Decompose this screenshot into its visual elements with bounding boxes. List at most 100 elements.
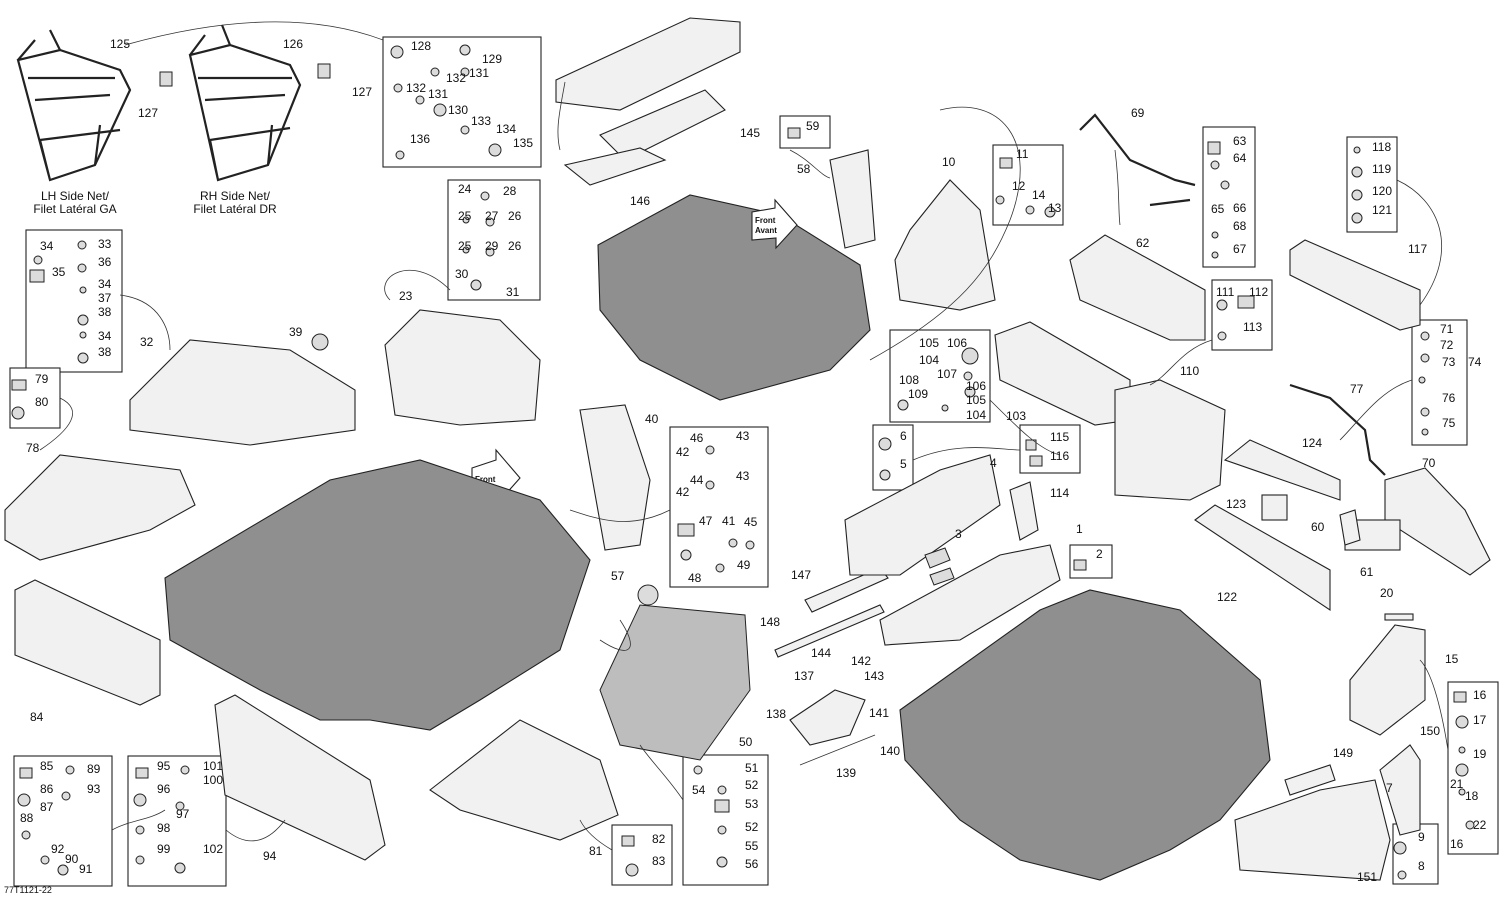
- label-58: 58: [797, 162, 811, 176]
- label-125: 125: [110, 37, 130, 51]
- label-52a: 52: [745, 778, 759, 792]
- label-29: 29: [485, 239, 499, 253]
- label-139: 139: [836, 766, 856, 780]
- label-22: 22: [1473, 818, 1487, 832]
- part-23-panel: [384, 309, 541, 426]
- label-117: 117: [1408, 242, 1427, 256]
- label-136: 136: [410, 132, 430, 146]
- label-14: 14: [1032, 188, 1046, 202]
- label-8: 8: [1418, 859, 1425, 873]
- label-72: 72: [1440, 338, 1454, 352]
- bracket-127-left: [159, 71, 173, 87]
- label-140: 140: [880, 744, 900, 758]
- lh-side-net: [16, 29, 173, 182]
- label-63: 63: [1233, 134, 1247, 148]
- hardware-box-33-38: [25, 229, 123, 373]
- label-104b: 104: [966, 408, 986, 422]
- part-123-bezel: [1261, 494, 1288, 521]
- rh-side-net-caption-2: Filet Latéral DR: [193, 202, 277, 216]
- label-13: 13: [1048, 201, 1062, 215]
- part-110-dash-panel: [1114, 379, 1226, 501]
- label-39: 39: [289, 325, 303, 339]
- label-12: 12: [1012, 179, 1026, 193]
- callout-labels: 125 126 127 127 128 129 131 132 132 131 …: [20, 37, 1487, 884]
- label-85: 85: [40, 759, 54, 773]
- label-97: 97: [176, 807, 190, 821]
- label-35: 35: [52, 265, 66, 279]
- label-131a: 131: [469, 66, 489, 80]
- label-20: 20: [1380, 586, 1394, 600]
- label-31: 31: [506, 285, 520, 299]
- label-141: 141: [869, 706, 889, 720]
- label-128: 128: [411, 39, 431, 53]
- part-150-flap: [1379, 744, 1421, 836]
- label-15: 15: [1445, 652, 1459, 666]
- label-132b: 132: [406, 81, 426, 95]
- label-43b: 43: [736, 469, 750, 483]
- hardware-glyphs: [11, 44, 1475, 880]
- label-59: 59: [806, 119, 820, 133]
- label-77: 77: [1350, 382, 1364, 396]
- label-132a: 132: [446, 71, 466, 85]
- label-5: 5: [900, 457, 907, 471]
- label-112: 112: [1249, 285, 1268, 299]
- label-34a: 34: [40, 239, 54, 253]
- label-142: 142: [851, 654, 871, 668]
- part-139-rod: [799, 734, 876, 766]
- label-100: 100: [203, 773, 223, 787]
- label-21: 21: [1450, 777, 1464, 791]
- part-114-handle: [1009, 481, 1039, 541]
- label-89: 89: [87, 762, 101, 776]
- label-42b: 42: [676, 485, 690, 499]
- label-40: 40: [645, 412, 659, 426]
- label-109: 109: [908, 387, 928, 401]
- hardware-box-59: [779, 115, 831, 149]
- bracket-127-right: [317, 63, 331, 79]
- label-83: 83: [652, 854, 666, 868]
- label-1: 1: [1076, 522, 1083, 536]
- label-104a: 104: [919, 353, 939, 367]
- label-49: 49: [737, 558, 751, 572]
- part-50-bin: [599, 604, 751, 761]
- part-40-side-panel: [579, 404, 651, 551]
- svg-text:Front: Front: [755, 216, 776, 225]
- label-74: 74: [1468, 355, 1482, 369]
- label-68: 68: [1233, 219, 1247, 233]
- label-131b: 131: [428, 87, 448, 101]
- label-92: 92: [51, 842, 65, 856]
- rh-side-net: [188, 24, 331, 182]
- label-66: 66: [1233, 201, 1247, 215]
- part-145-rear-panel: [555, 17, 741, 111]
- label-44: 44: [690, 473, 704, 487]
- part-60-grille: [1339, 509, 1361, 546]
- label-88: 88: [20, 811, 34, 825]
- label-126: 126: [283, 37, 303, 51]
- label-129: 129: [482, 52, 502, 66]
- label-38a: 38: [98, 305, 112, 319]
- label-27: 27: [485, 209, 499, 223]
- part-3-clip: [924, 547, 951, 569]
- label-38b: 38: [98, 345, 112, 359]
- label-19: 19: [1473, 747, 1487, 761]
- label-24: 24: [458, 182, 472, 196]
- label-51: 51: [745, 761, 759, 775]
- label-55: 55: [745, 839, 759, 853]
- label-81: 81: [589, 844, 603, 858]
- svg-text:Avant: Avant: [755, 226, 777, 235]
- label-149: 149: [1333, 746, 1353, 760]
- part-122-panel: [1194, 504, 1331, 612]
- part-94-duct: [214, 694, 386, 861]
- part-upper-floor: [597, 194, 871, 401]
- label-64: 64: [1233, 151, 1247, 165]
- drawing-reference: 77T1121-22: [4, 885, 52, 895]
- label-105b: 105: [966, 393, 986, 407]
- part-148-rod: [774, 604, 885, 658]
- label-79: 79: [35, 372, 49, 386]
- label-9: 9: [1418, 830, 1425, 844]
- front-arrow-top: Front Avant: [751, 198, 798, 250]
- label-146: 146: [630, 194, 650, 208]
- label-7: 7: [1386, 781, 1393, 795]
- label-82: 82: [652, 832, 666, 846]
- label-48: 48: [688, 571, 702, 585]
